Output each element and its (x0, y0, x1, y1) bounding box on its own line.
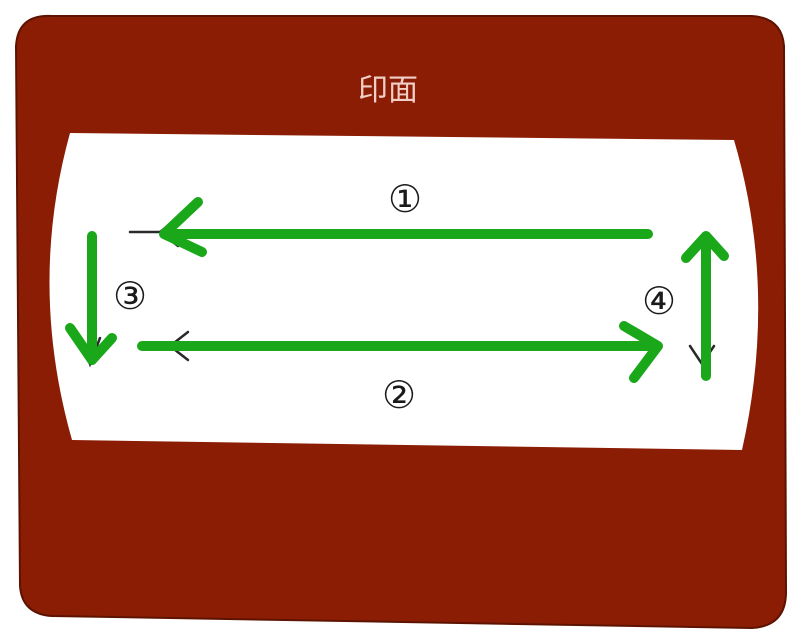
step-label-3: ③ (113, 274, 147, 318)
step-label-1: ① (388, 177, 422, 221)
arrow-left-icon (159, 197, 653, 257)
green-arrows (65, 197, 729, 383)
stamp-face-title: 印面 (358, 73, 418, 108)
arrow-down-icon (65, 231, 117, 365)
step-label-2: ② (382, 373, 416, 417)
step-label-4: ④ (642, 279, 676, 323)
arrow-up-icon (681, 231, 729, 381)
face-area (49, 133, 759, 450)
arrow-right-icon (137, 321, 663, 383)
